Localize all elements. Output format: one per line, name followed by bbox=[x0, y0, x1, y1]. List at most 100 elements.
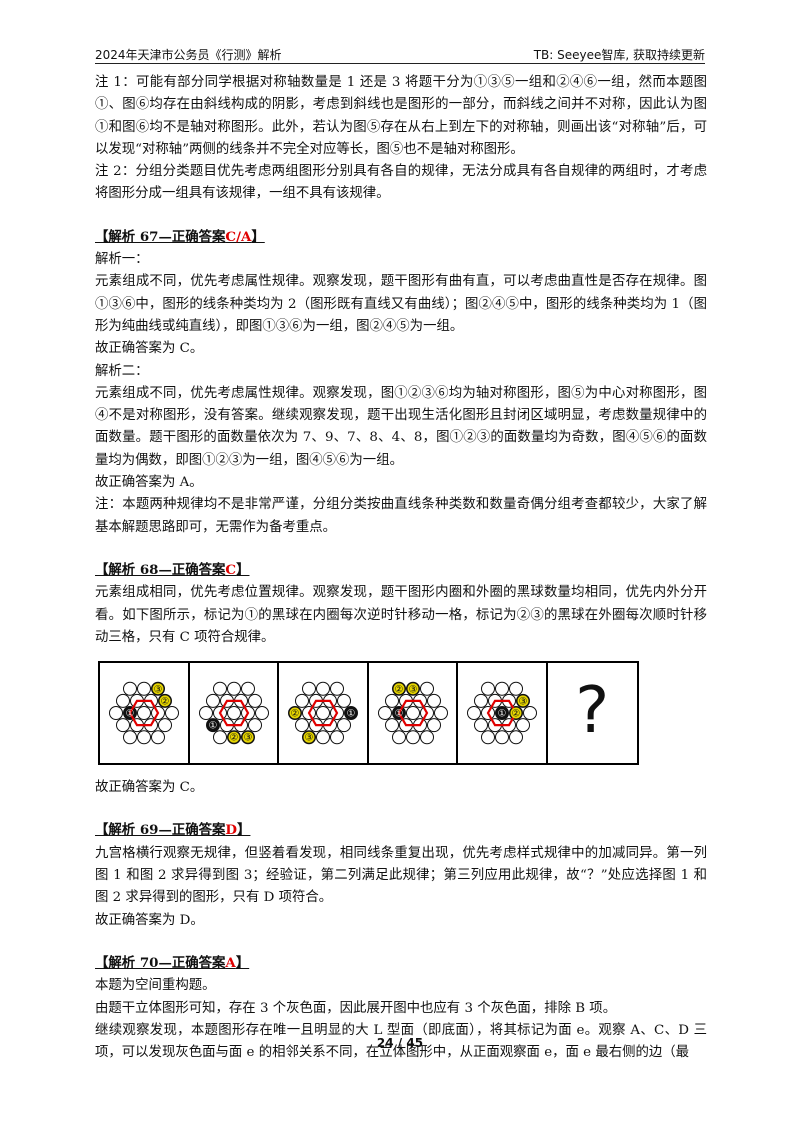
ball-label: ② bbox=[512, 709, 521, 720]
section-70-heading: 【解析 70—正确答案A】 bbox=[95, 954, 250, 971]
inner-ring-hexagon bbox=[218, 699, 249, 727]
s70-p3: 继续观察发现，本题图形存在唯一且明显的大 L 型面（即底面），将其标记为面 e。… bbox=[95, 1022, 707, 1061]
s68-p1: 元素组成相同，优先考虑位置规律。观察发现，题干图形内圈和外圈的黑球数量均相同，优… bbox=[95, 585, 707, 645]
white-ball bbox=[330, 730, 344, 745]
section-69-heading: 【解析 69—正确答案D】 bbox=[95, 822, 251, 839]
inner-ring-hexagon bbox=[397, 699, 428, 727]
s67-p2: 元素组成不同，优先考虑属性规律。观察发现，题干图形有曲有直，可以考虑曲直性是否存… bbox=[95, 274, 707, 334]
page-header: 2024年天津市公务员《行测》解析 TB: Seeyee智库, 获取持续更新 bbox=[95, 44, 705, 64]
highlight-ball bbox=[228, 731, 239, 743]
white-ball bbox=[433, 706, 448, 721]
answer-67: C/A bbox=[225, 228, 252, 245]
figure-cell-question: ? bbox=[548, 663, 638, 763]
white-ball bbox=[516, 718, 530, 733]
ball-label: ③ bbox=[305, 733, 314, 744]
white-ball bbox=[495, 681, 509, 696]
white-ball bbox=[247, 694, 262, 709]
ball-label: ③ bbox=[243, 733, 252, 744]
white-ball bbox=[391, 730, 406, 745]
ball-label: ③ bbox=[519, 697, 528, 708]
inner-ring-hexagon bbox=[307, 699, 339, 727]
answer-70: A bbox=[225, 954, 236, 971]
white-ball bbox=[377, 706, 392, 721]
white-ball bbox=[474, 718, 488, 733]
s69-p2: 故正确答案为 D。 bbox=[95, 912, 204, 928]
header-source: TB: Seeyee智库, 获取持续更新 bbox=[533, 48, 705, 62]
highlight-ball bbox=[303, 731, 315, 743]
white-ball bbox=[474, 694, 488, 709]
ball-label: ② bbox=[394, 684, 403, 695]
white-ball bbox=[165, 706, 179, 721]
ball-label: ① bbox=[208, 721, 217, 732]
highlight-ball bbox=[152, 683, 164, 695]
white-ball bbox=[247, 718, 262, 733]
answer-69: D bbox=[225, 822, 238, 839]
highlight-ball bbox=[517, 695, 529, 707]
white-ball bbox=[295, 718, 309, 733]
s68-p2: 故正确答案为 C。 bbox=[95, 780, 204, 796]
header-title: 2024年天津市公务员《行测》解析 bbox=[95, 48, 282, 62]
s69-p1: 九宫格横行观察无规律，但竖着看发现，相同线条重复出现，优先考虑样式规律中的加减同… bbox=[95, 845, 707, 906]
white-ball bbox=[467, 706, 481, 721]
white-ball bbox=[254, 706, 269, 721]
question-mark: ? bbox=[575, 674, 610, 749]
page-number: 24 / 45 bbox=[376, 1036, 424, 1050]
highlight-ball bbox=[289, 707, 301, 719]
white-ball bbox=[295, 694, 309, 709]
s67-p7: 注：本题两种规律均不是非常严谨，分组分类按曲直线条种类数和数量奇偶分组考查都较少… bbox=[95, 497, 707, 535]
ball-label: ① bbox=[126, 709, 135, 720]
black-ball bbox=[205, 718, 220, 733]
ball-label: ② bbox=[229, 733, 238, 744]
ball-label: ① bbox=[347, 709, 356, 720]
white-ball bbox=[509, 681, 523, 696]
white-ball bbox=[151, 730, 165, 745]
white-ball bbox=[205, 694, 220, 709]
white-ball bbox=[337, 694, 351, 709]
white-ball bbox=[212, 730, 227, 745]
white-ball bbox=[426, 718, 441, 733]
s67-p1: 解析一： bbox=[95, 252, 149, 268]
white-ball bbox=[109, 706, 123, 721]
white-ball bbox=[384, 694, 399, 709]
white-ball bbox=[523, 706, 537, 721]
answer-68: C bbox=[225, 561, 237, 578]
white-ball bbox=[137, 706, 151, 721]
inner-ring-hexagon bbox=[486, 699, 518, 727]
white-ball bbox=[509, 730, 523, 745]
white-ball bbox=[240, 681, 255, 696]
s67-p6: 故正确答案为 A。 bbox=[95, 475, 203, 491]
s67-p3: 故正确答案为 C。 bbox=[95, 341, 204, 357]
white-ball bbox=[405, 706, 420, 721]
ball-label: ① bbox=[394, 709, 403, 720]
highlight-ball bbox=[242, 731, 253, 743]
white-ball bbox=[330, 681, 344, 696]
note-1: 注 1：可能有部分同学根据对称轴数量是 1 还是 3 将题干分为①③⑤一组和②④… bbox=[95, 75, 707, 157]
white-ball bbox=[123, 681, 137, 696]
white-ball bbox=[198, 706, 213, 721]
ball-label: ② bbox=[161, 697, 170, 708]
white-ball bbox=[337, 718, 351, 733]
ball-label: ③ bbox=[408, 684, 417, 695]
white-ball bbox=[316, 706, 330, 721]
section-68-heading: 【解析 68—正确答案C】 bbox=[95, 561, 250, 578]
white-ball bbox=[405, 730, 420, 745]
black-ball bbox=[495, 706, 509, 721]
white-ball bbox=[302, 681, 316, 696]
white-ball bbox=[137, 681, 151, 696]
white-ball bbox=[419, 730, 434, 745]
white-ball bbox=[419, 681, 434, 696]
s67-p4: 解析二： bbox=[95, 363, 149, 379]
highlight-ball bbox=[159, 695, 171, 707]
note-2: 注 2：分组分类题目优先考虑两组图形分别具有各自的规律，无法分成具有各自规律的两… bbox=[95, 164, 707, 202]
black-ball bbox=[344, 706, 358, 721]
white-ball bbox=[481, 730, 495, 745]
